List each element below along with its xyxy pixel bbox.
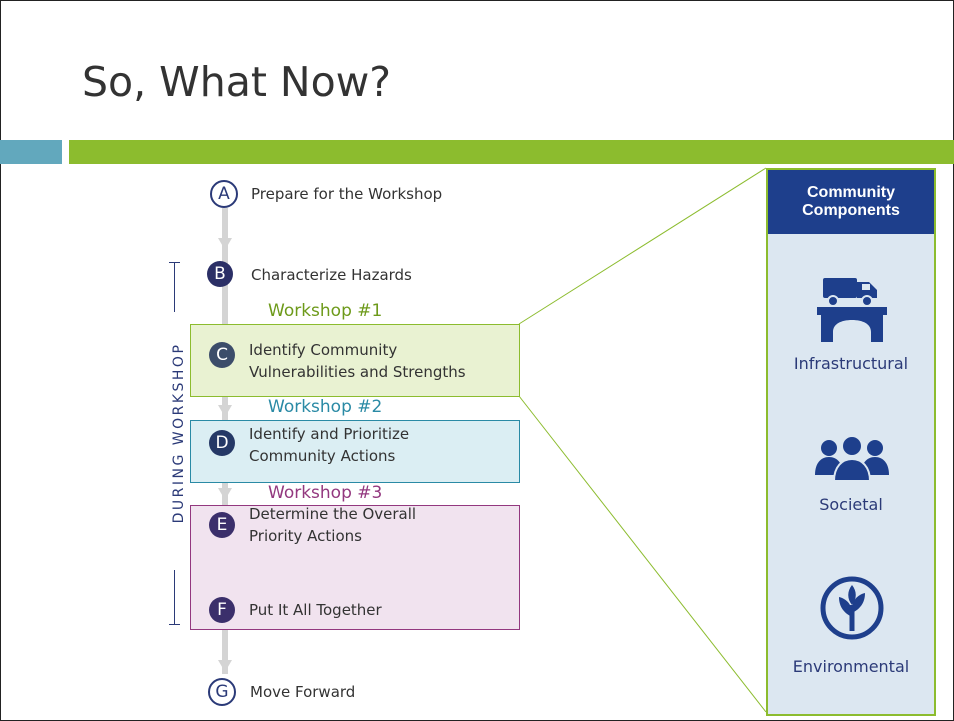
step-c-label-line1: Identify Community	[249, 341, 398, 359]
step-f-node: F	[209, 597, 235, 623]
step-d-label: Identify and Prioritize Community Action…	[249, 423, 409, 467]
step-d-node: D	[209, 430, 235, 456]
bracket-bottom-line	[174, 570, 175, 625]
truck-on-bridge-icon	[817, 278, 887, 342]
step-e-label-line1: Determine the Overall	[249, 505, 417, 523]
step-c-node: C	[209, 342, 235, 368]
arrowhead-f-g	[218, 660, 232, 672]
workshop-3-label: Workshop #3	[268, 483, 383, 503]
panel-header: Community Components	[768, 170, 934, 234]
bracket-top-line	[174, 262, 175, 312]
tree-icon	[820, 576, 884, 640]
bracket-bottom-cap	[169, 624, 180, 625]
slide-title: So, What Now?	[82, 58, 391, 106]
step-b-node: B	[207, 261, 233, 287]
societal-label: Societal	[819, 495, 883, 514]
step-b-label: Characterize Hazards	[251, 266, 412, 284]
step-e-node: E	[209, 512, 235, 538]
infrastructural-label: Infrastructural	[793, 354, 909, 373]
bracket-top-cap	[169, 262, 180, 263]
step-a-node: A	[210, 180, 238, 208]
workshop-3-box	[190, 505, 520, 630]
step-g-node: G	[208, 678, 236, 706]
workshop-1-box	[190, 324, 520, 397]
step-e-label-line2: Priority Actions	[249, 527, 362, 545]
step-g-label: Move Forward	[250, 683, 356, 701]
accent-bar-teal	[0, 140, 62, 164]
step-e-label: Determine the Overall Priority Actions	[249, 503, 416, 547]
step-c-label: Identify Community Vulnerabilities and S…	[249, 339, 466, 383]
arrowhead-c-d	[218, 405, 232, 417]
during-workshop-label: DURING WORKSHOP	[171, 342, 187, 524]
step-f-label: Put It All Together	[249, 601, 382, 619]
step-d-label-line2: Community Actions	[249, 447, 396, 465]
environmental-label: Environmental	[792, 657, 910, 676]
step-a-label: Prepare for the Workshop	[251, 185, 443, 203]
zoom-line-bottom	[518, 395, 767, 713]
step-c-label-line2: Vulnerabilities and Strengths	[249, 363, 466, 381]
community-components-panel: Community Components Infrastructural Soc…	[766, 168, 936, 716]
workshop-2-box	[190, 420, 520, 483]
arrowhead-a-b	[218, 238, 232, 250]
workshop-1-label: Workshop #1	[268, 301, 383, 321]
people-group-icon	[815, 435, 889, 481]
workshop-2-label: Workshop #2	[268, 397, 383, 417]
step-d-label-line1: Identify and Prioritize	[249, 425, 410, 443]
zoom-line-top	[518, 167, 767, 325]
accent-bar-green	[69, 140, 954, 164]
arrowhead-d-e	[218, 488, 232, 500]
